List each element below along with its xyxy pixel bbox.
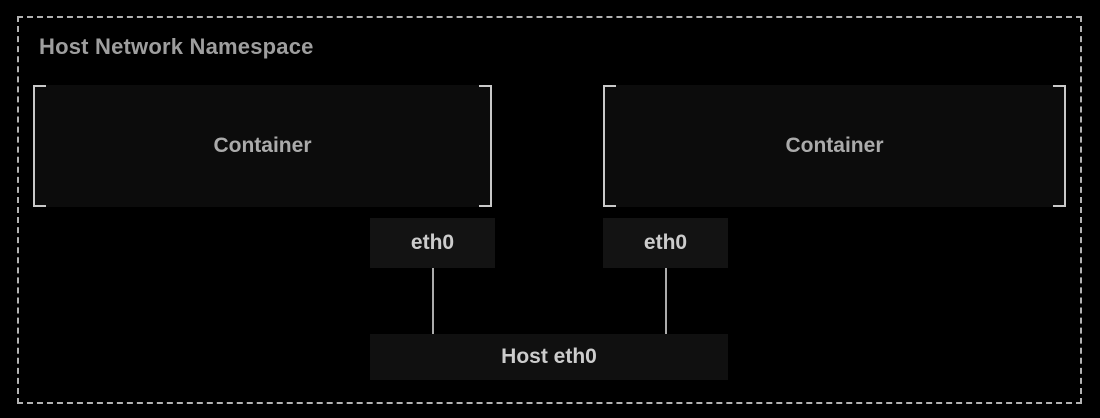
container-label: Container [785,134,884,157]
bracket-left-icon [33,85,46,207]
edge-eth0-right-to-host [665,268,667,334]
bracket-left-icon [603,85,616,207]
node-eth0-left: eth0 [370,218,495,268]
node-host-eth0: Host eth0 [370,334,728,380]
namespace-title: Host Network Namespace [39,34,314,59]
container-box-left: Container [33,85,492,207]
bracket-right-icon [479,85,492,207]
node-eth0-right: eth0 [603,218,728,268]
container-box-right: Container [603,85,1066,207]
container-label: Container [213,134,312,157]
bracket-right-icon [1053,85,1066,207]
edge-eth0-left-to-host [432,268,434,334]
host-network-namespace-box: Host Network Namespace [17,16,1082,404]
